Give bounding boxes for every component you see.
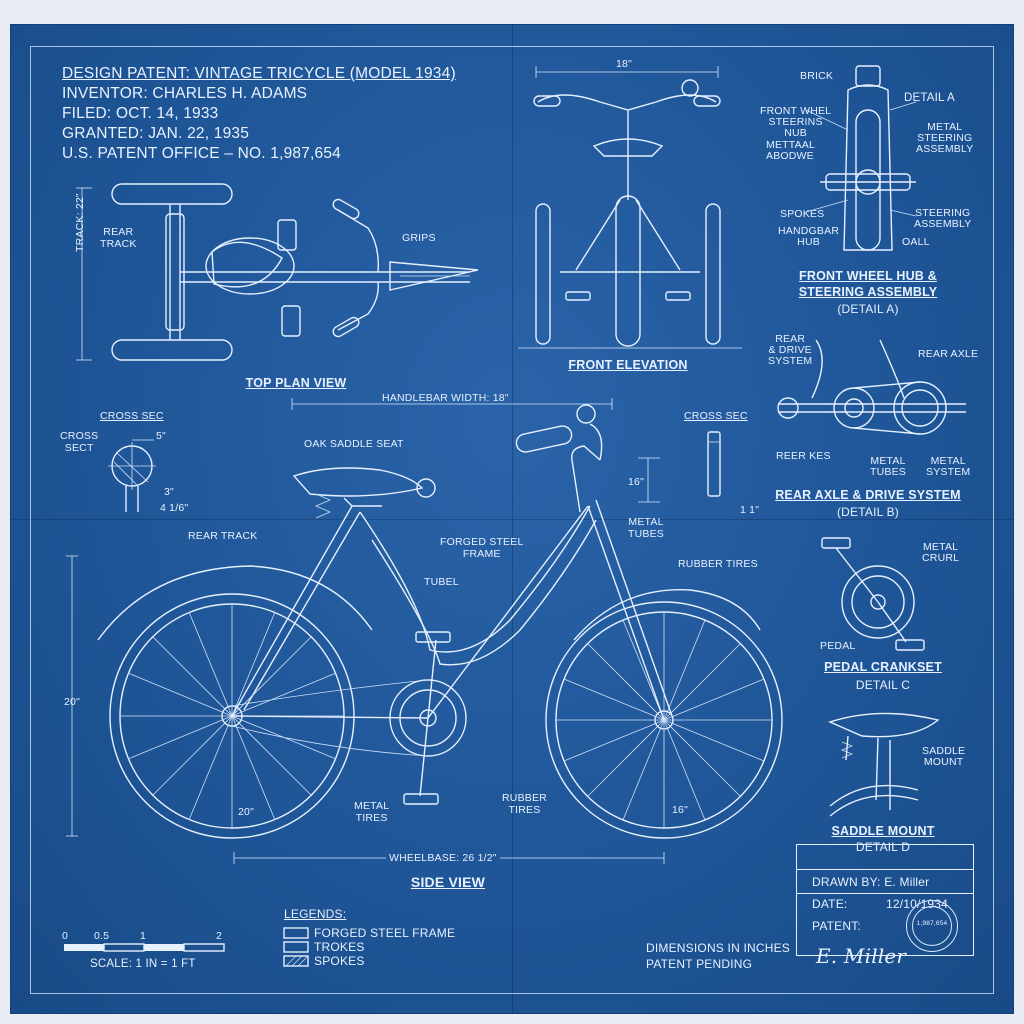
rubber-tires-label: RUBBER TIRES <box>678 558 758 570</box>
handlebar-width-dimension: HANDLEBAR WIDTH: 18" <box>382 392 509 404</box>
legend-swatches <box>283 927 309 967</box>
seal-number: 1,987,654 <box>916 920 948 927</box>
front-elevation-caption: FRONT ELEVATION <box>568 358 688 372</box>
detail-a-brick-label: BRICK <box>800 70 834 82</box>
front-width-dimension: 18" <box>616 58 633 70</box>
scale-tick-2: 2 <box>216 930 223 942</box>
cross-dim-3: 3" <box>164 486 174 498</box>
legend-title: LEGENDS: <box>284 907 347 921</box>
detail-d-caption: SADDLE MOUNT <box>831 824 935 838</box>
side-view-drawing <box>66 398 783 864</box>
cross-sect-label: CROSS SECT <box>60 430 99 454</box>
detail-a-hbar-hub-label: HANDGBAR HUB <box>778 225 840 248</box>
detail-b-tubes-label: METAL TUBES <box>870 455 907 478</box>
date-label: DATE: <box>812 897 848 911</box>
detail-b-caption: REAR AXLE & DRIVE SYSTEM <box>775 488 961 502</box>
side-view-caption: SIDE VIEW <box>410 874 486 890</box>
granted-line: GRANTED: JAN. 22, 1935 <box>62 125 250 142</box>
metal-tires-label: METAL TIRES <box>354 800 390 824</box>
drawn-by: DRAWN BY: E. Miller <box>812 875 930 889</box>
fold-line-vertical <box>512 24 513 1014</box>
legend-item-forged-steel: FORGED STEEL FRAME <box>314 926 456 940</box>
scale-tick-0: 0 <box>62 930 69 942</box>
track-dimension: TRACK: 22" <box>74 193 86 252</box>
cross-sec-right-title: CROSS SEC <box>684 410 748 422</box>
rear-track-label: REAR TRACK <box>100 226 137 250</box>
rear-wheel-dimension: 20" <box>238 806 255 818</box>
title-block-row-drawn <box>797 845 973 870</box>
detail-b-drive-label: REAR & DRIVE SYSTEM <box>768 333 813 367</box>
grips-label: GRIPS <box>402 232 436 244</box>
cross-dim-1: 1 1" <box>740 504 760 516</box>
detail-d-mount-label: SADDLE MOUNT <box>922 745 966 768</box>
detail-a-spokes-label: SPOKES <box>780 208 825 220</box>
legend-item-trokes: TROKES <box>314 940 365 954</box>
top-plan-view-drawing <box>76 183 479 361</box>
detail-c-pedal-label: PEDAL <box>820 640 856 652</box>
side-height-dimension: 20" <box>64 696 81 708</box>
cross-dim-4: 4 1/6" <box>160 502 189 514</box>
forged-frame-label: FORGED STEEL FRAME <box>440 536 524 560</box>
patent-office-line: U.S. PATENT OFFICE – NO. 1,987,654 <box>62 145 342 162</box>
scale-tick-1: 1 <box>140 930 147 942</box>
detail-c-drawing <box>821 537 925 651</box>
blueprint-sheet <box>10 24 1014 1014</box>
detail-a-steering2-label: STEERING ASSEMBLY <box>914 207 972 230</box>
detail-a-oall-label: OALL <box>902 236 930 248</box>
side-rear-track-label: REAR TRACK <box>188 530 258 542</box>
detail-a-tag: DETAIL A <box>904 92 955 104</box>
title-block-row-date <box>797 869 973 894</box>
cross-section-drawings <box>108 431 721 512</box>
fold-line-horizontal <box>10 519 1014 520</box>
scale-bar-graphic <box>64 943 225 952</box>
detail-b-reer-kes-label: REER KES <box>776 450 831 462</box>
front-wheel-dimension: 16" <box>672 804 689 816</box>
cross-sec-left-title: CROSS SEC <box>100 410 164 422</box>
title-block <box>796 844 974 956</box>
detail-a-drawing <box>805 65 917 251</box>
drawing-border <box>30 46 994 994</box>
oak-saddle-label: OAK SADDLE SEAT <box>304 438 404 450</box>
cross-dim-16: 16" <box>628 476 645 488</box>
rubber-tires-lower-label: RUBBER TIRES <box>502 792 547 816</box>
wheelbase-dimension: WHEELBASE: 26 1/2" <box>386 852 500 864</box>
inventor-line: INVENTOR: CHARLES H. ADAMS <box>62 85 308 102</box>
front-elevation-drawing <box>518 66 742 349</box>
detail-a-metal-label: METTAAL ABODWE <box>766 139 816 162</box>
detail-b-subcaption: (DETAIL B) <box>836 505 899 519</box>
detail-a-subcaption: (DETAIL A) <box>837 302 899 316</box>
detail-d-drawing <box>828 712 940 817</box>
detail-c-subcaption: DETAIL C <box>855 678 911 692</box>
scale-label: SCALE: 1 IN = 1 FT <box>90 958 196 970</box>
detail-b-system-label: METAL SYSTEM <box>926 455 971 478</box>
detail-a-hub-label: FRONT WHEL STEERINS NUB <box>760 105 832 139</box>
patent-office-seal: 1,987,654 <box>906 900 958 952</box>
patent-title: DESIGN PATENT: VINTAGE TRICYCLE (MODEL 1… <box>62 65 456 82</box>
patent-pending-note: PATENT PENDING <box>646 957 753 971</box>
detail-a-steering-label: METAL STEERING ASSEMBLY <box>916 121 974 155</box>
detail-c-crurl-label: METAL CRURL <box>922 541 960 564</box>
metal-tubes-label: METAL TUBES <box>628 516 665 540</box>
detail-c-caption: PEDAL CRANKSET <box>824 660 942 674</box>
tubel-label: TUBEL <box>424 576 459 588</box>
cross-dim-5: 5" <box>156 430 166 442</box>
filed-line: FILED: OCT. 14, 1933 <box>62 105 219 122</box>
detail-d-subcaption: DETAIL D <box>855 840 911 854</box>
detail-a-caption: FRONT WHEEL HUB & STEERING ASSEMBLY <box>798 269 938 299</box>
detail-b-drawing <box>777 339 966 435</box>
dimensions-note: DIMENSIONS IN INCHES <box>646 941 791 955</box>
legend-item-spokes: SPOKES <box>314 954 365 968</box>
patent-label: PATENT: <box>812 919 861 933</box>
signature: E. Miller <box>816 944 907 968</box>
top-plan-view-caption: TOP PLAN VIEW <box>245 376 347 390</box>
detail-b-axle-label: REAR AXLE <box>918 348 979 360</box>
scale-tick-0-5: 0.5 <box>94 930 110 942</box>
